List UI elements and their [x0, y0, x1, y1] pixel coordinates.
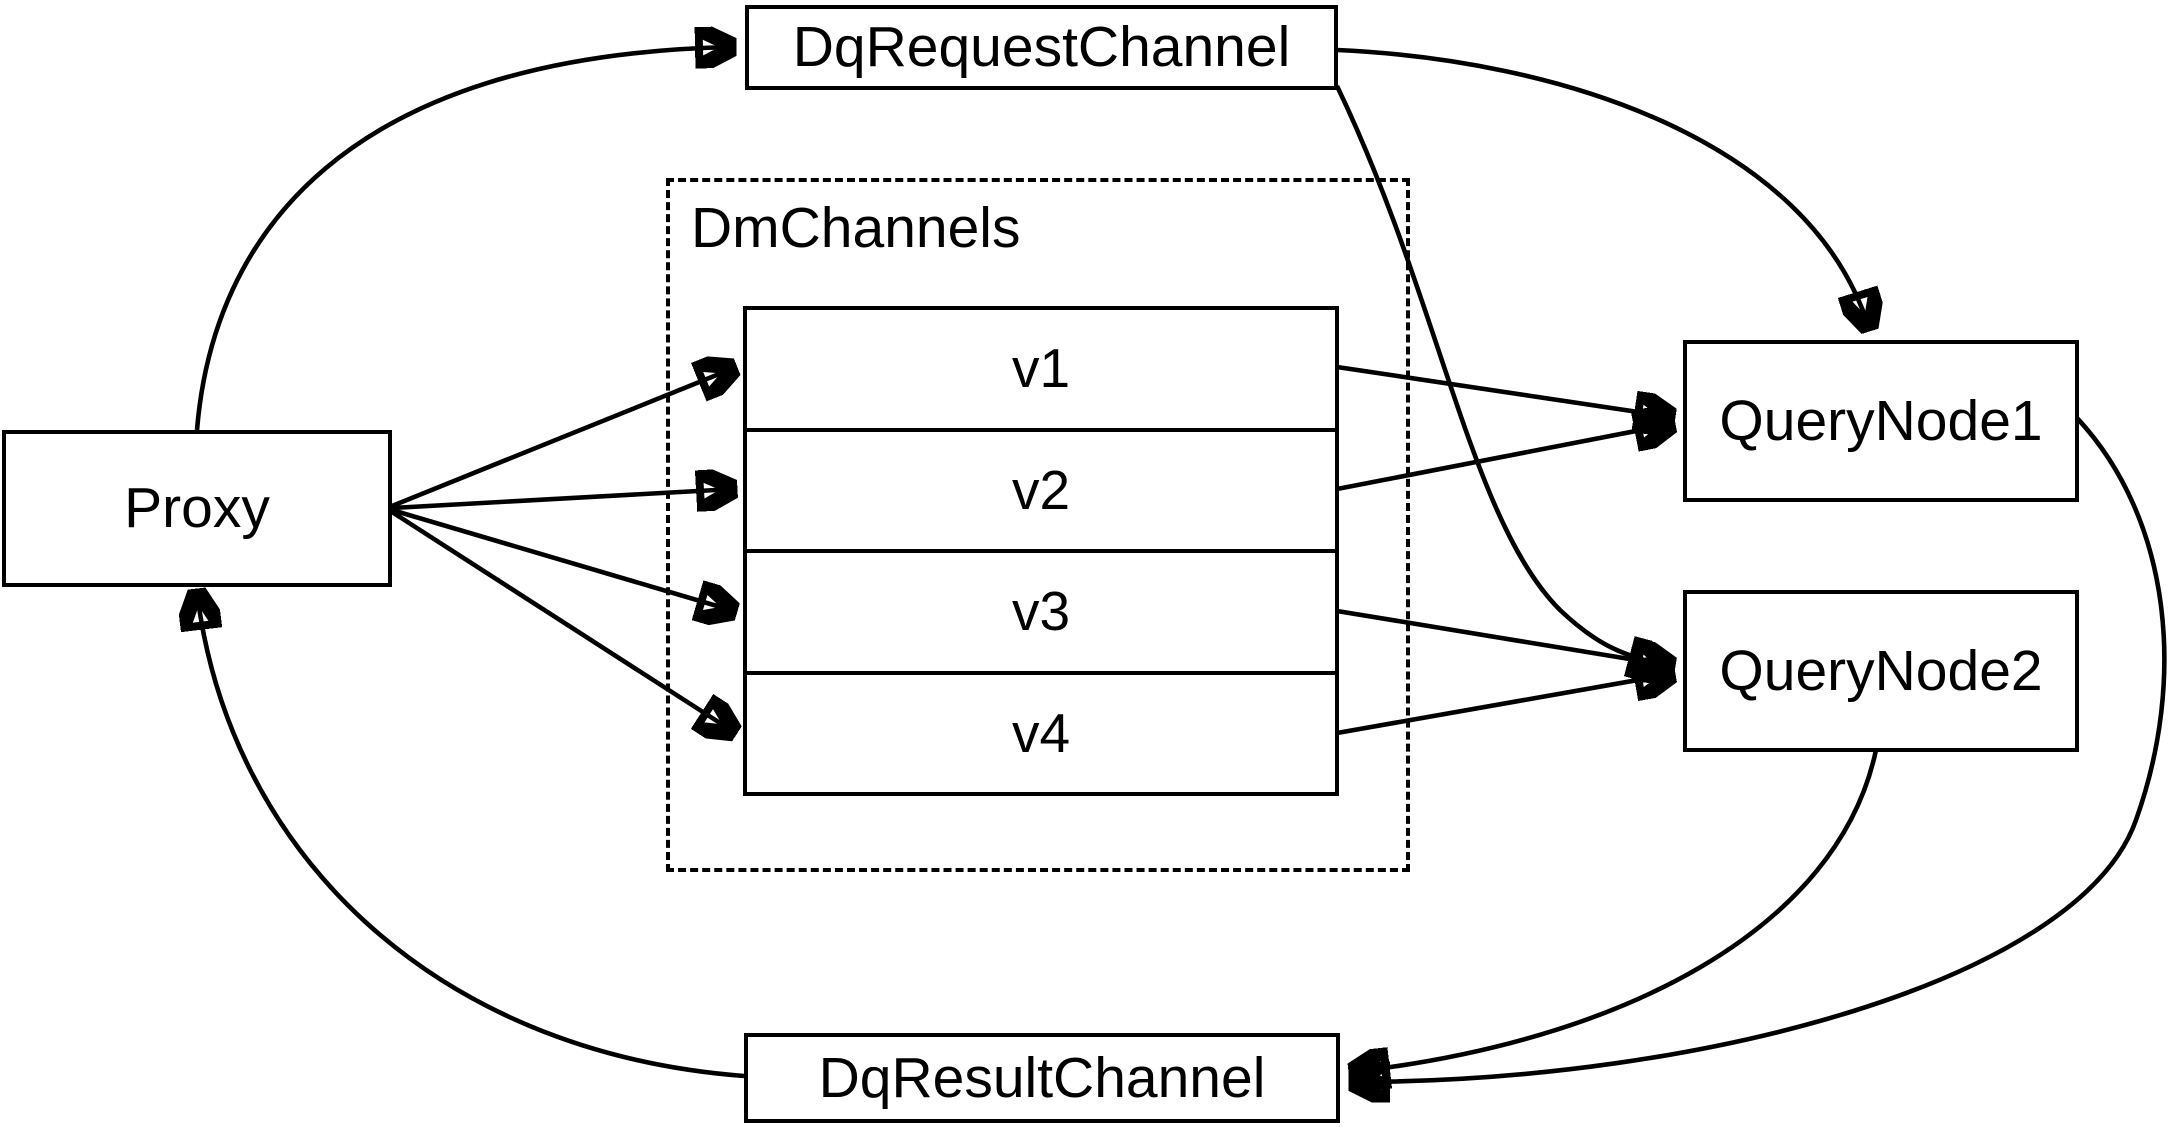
node-proxy-label: Proxy: [124, 476, 270, 540]
node-dq-request-channel-label: DqRequestChannel: [792, 15, 1291, 79]
node-dq-result-channel: DqResultChannel: [744, 1033, 1340, 1123]
channel-row-v4-label: v4: [1011, 701, 1071, 764]
node-query-node-2: QueryNode2: [1683, 590, 2079, 752]
dm-channels-stack: v1 v2 v3 v4: [743, 306, 1339, 796]
node-dq-request-channel: DqRequestChannel: [745, 5, 1338, 90]
channel-row-v2: v2: [747, 427, 1335, 550]
edge-query-node-2-to-dq-result-channel: [1352, 749, 1879, 1072]
node-proxy: Proxy: [2, 430, 392, 587]
node-query-node-2-label: QueryNode2: [1719, 638, 2043, 703]
node-dq-result-channel-label: DqResultChannel: [818, 1045, 1266, 1110]
edge-proxy-to-dq-request-channel: [194, 47, 733, 431]
dm-channels-group-label: DmChannels: [691, 196, 1021, 260]
channel-row-v1: v1: [747, 310, 1335, 428]
edge-dq-request-channel-to-query-node-1: [1336, 47, 1869, 328]
channel-row-v3-label: v3: [1011, 580, 1071, 643]
channel-row-v4: v4: [747, 670, 1335, 793]
channel-row-v3: v3: [747, 549, 1335, 671]
edge-dq-result-channel-to-proxy: [197, 592, 745, 1079]
node-query-node-1: QueryNode1: [1683, 340, 2079, 502]
channel-row-v1-label: v1: [1011, 337, 1071, 400]
channel-row-v2-label: v2: [1011, 458, 1071, 521]
node-query-node-1-label: QueryNode1: [1719, 388, 2043, 453]
